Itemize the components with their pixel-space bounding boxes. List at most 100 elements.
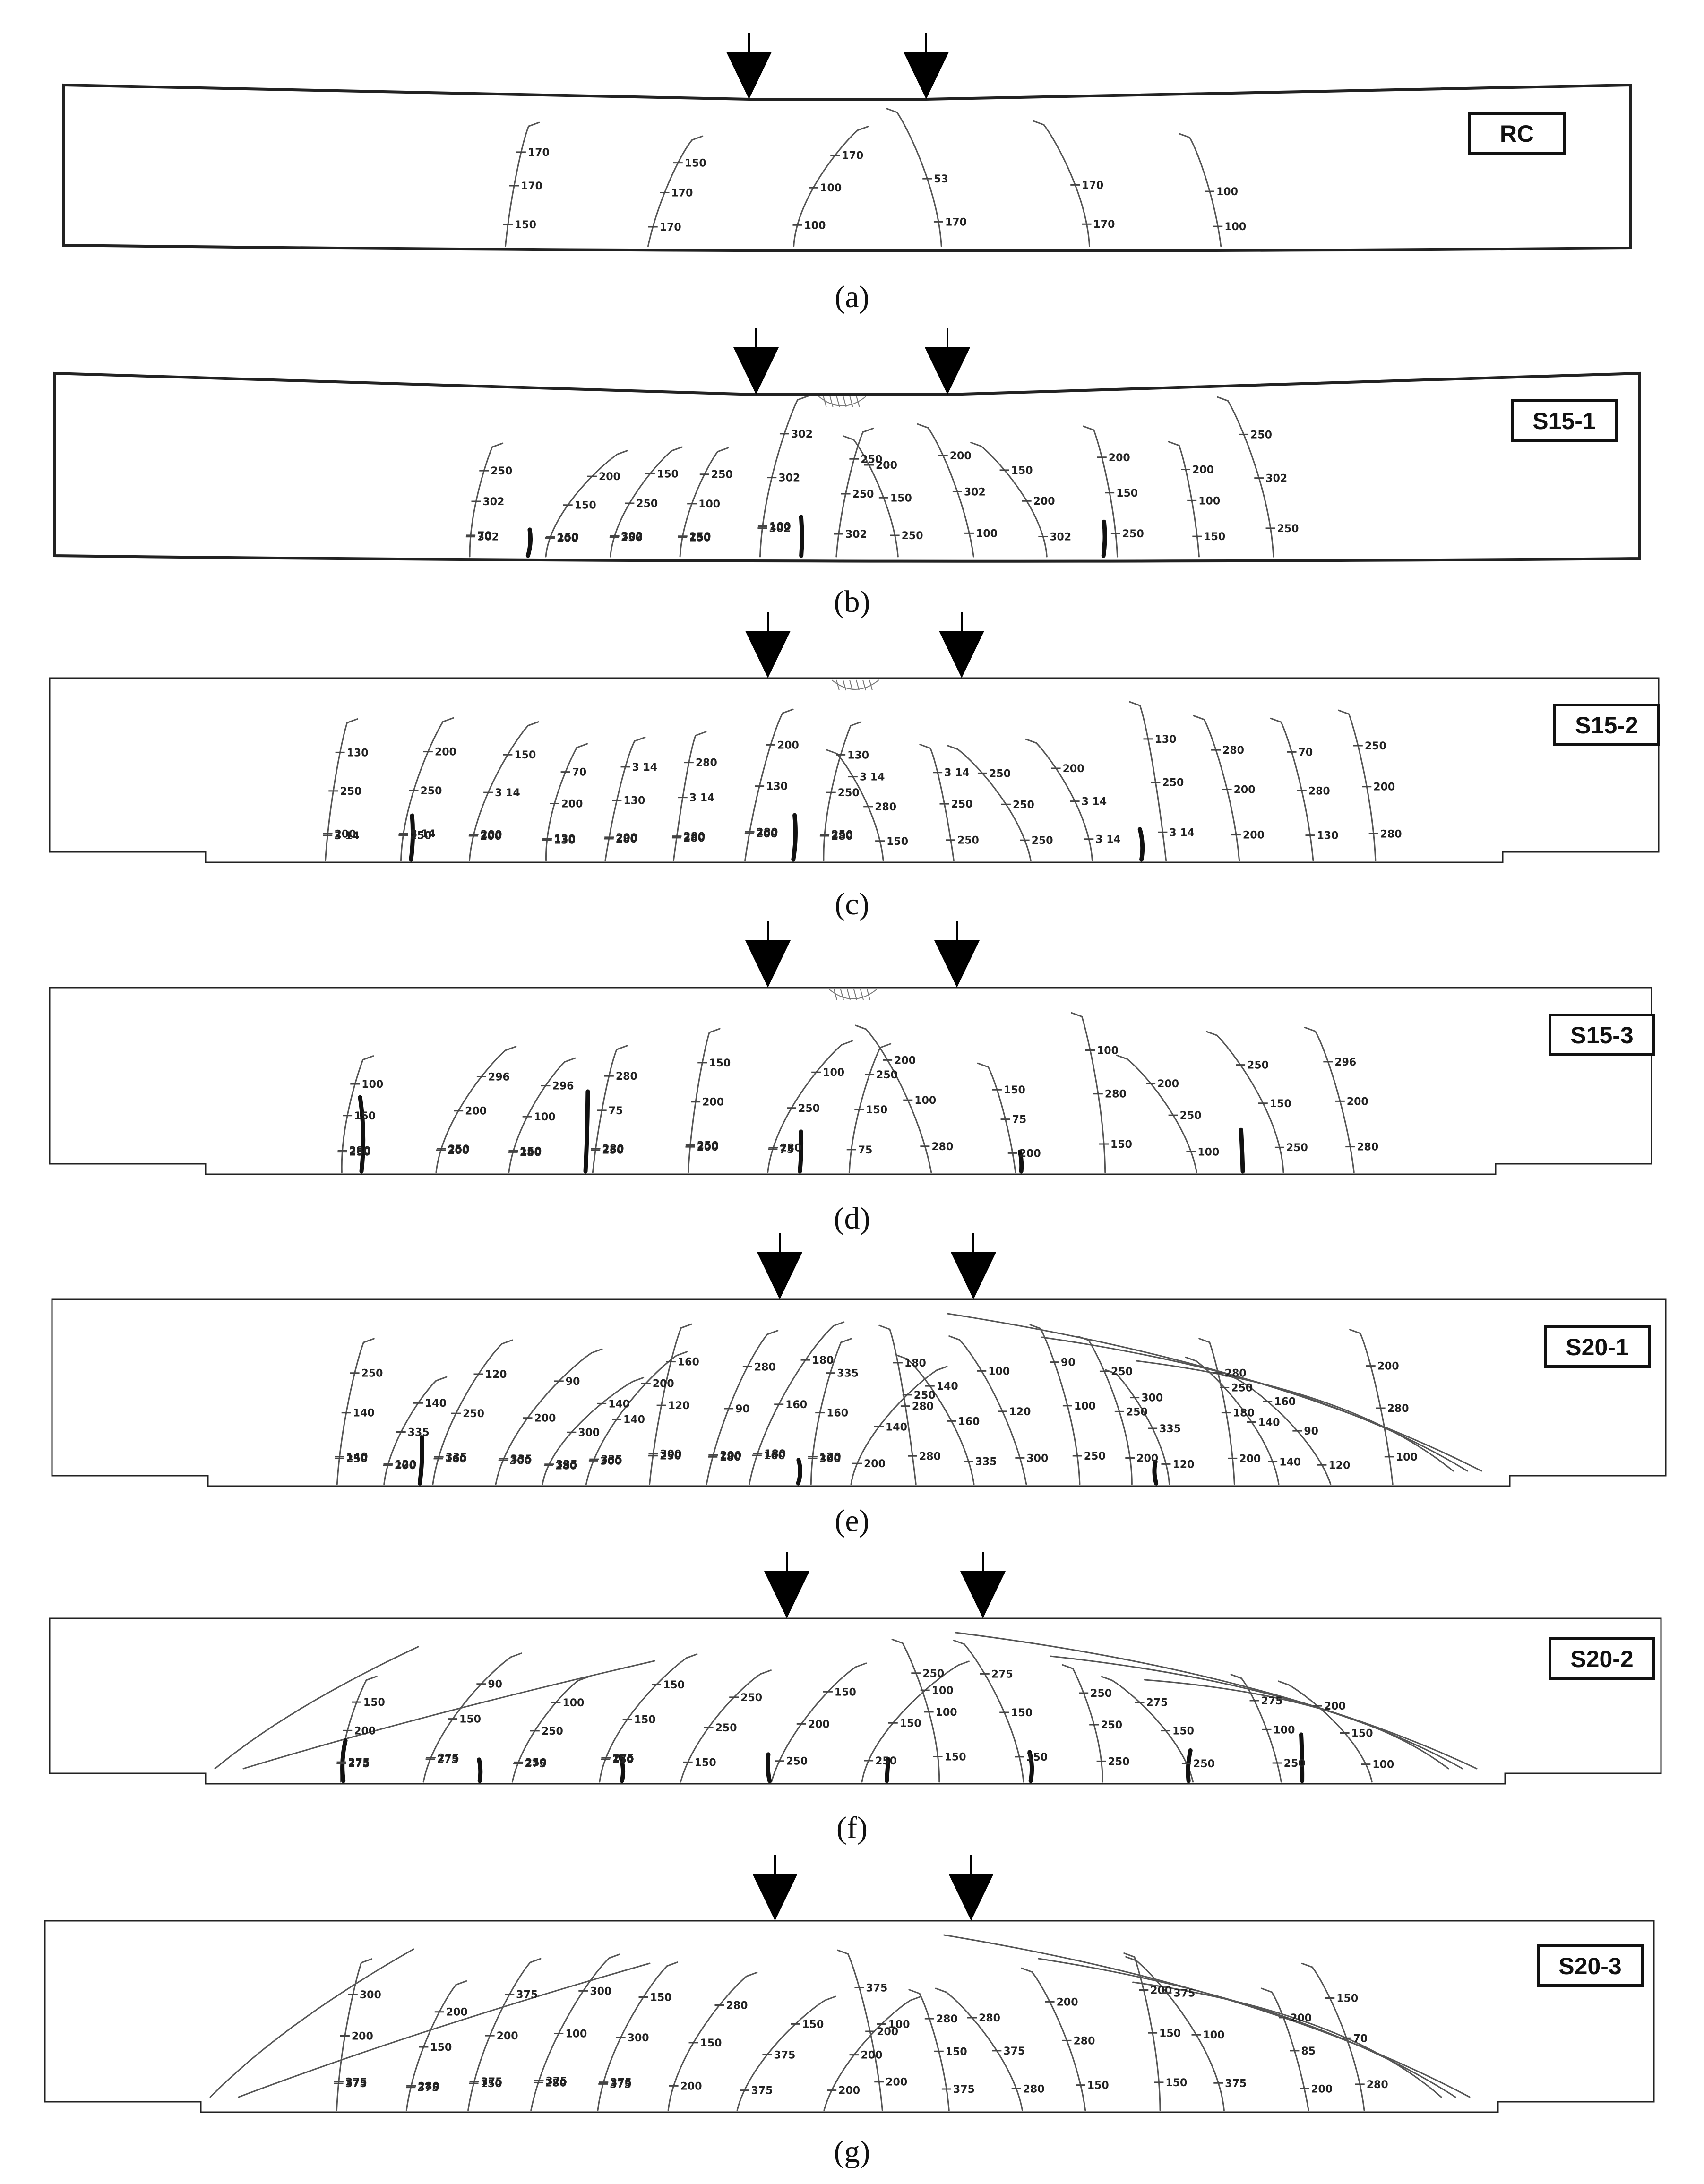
crack-line bbox=[981, 446, 1048, 558]
crack-load-label: 150 bbox=[946, 2046, 967, 2058]
crack-tip bbox=[836, 1949, 849, 1955]
crack-load-label: 120 bbox=[1009, 1406, 1031, 1418]
wide-crack bbox=[1101, 519, 1107, 558]
crack-load-label: 150 bbox=[1011, 1707, 1033, 1719]
crack-line bbox=[468, 725, 529, 861]
crushing-zone bbox=[831, 679, 879, 690]
crack-load-label: 200 bbox=[894, 1055, 916, 1066]
crack-line bbox=[902, 1642, 940, 1783]
crack-line bbox=[850, 1369, 938, 1485]
crushing-hatch bbox=[834, 989, 837, 1000]
crack-line bbox=[1035, 742, 1093, 861]
crack-tip bbox=[826, 749, 838, 755]
crack-line bbox=[929, 748, 955, 861]
crack-load-label: 100 bbox=[804, 220, 826, 232]
crack-load-label: 275 bbox=[1146, 1697, 1168, 1709]
crack-tip bbox=[910, 1995, 922, 2001]
wide-crack bbox=[1137, 827, 1145, 862]
crack-load-label: 335 bbox=[408, 1427, 430, 1439]
crack-tip bbox=[746, 1971, 758, 1977]
crack-load-label: 150 bbox=[1172, 1726, 1194, 1737]
specimen-tag: S15-2 bbox=[1575, 712, 1638, 739]
shear-crack bbox=[209, 1948, 414, 2098]
crack-load-label: 280 bbox=[1023, 2083, 1045, 2095]
crack-load-label: 170 bbox=[671, 188, 693, 199]
crack-load-label: 375 bbox=[1225, 2078, 1247, 2089]
shear-crack bbox=[1041, 1336, 1468, 1472]
crack-load-label: 250 bbox=[740, 1692, 762, 1704]
crack-tip bbox=[1123, 1952, 1136, 1958]
crack-load-label: 200 bbox=[465, 1106, 487, 1118]
crack-line bbox=[511, 1680, 579, 1783]
crack-load-label: 140 bbox=[346, 1452, 368, 1463]
crack-load-label: 280 bbox=[1357, 1142, 1378, 1153]
crack-load-label: 375 bbox=[1003, 2046, 1025, 2057]
crack-load-label: 70 bbox=[477, 530, 492, 542]
crack-load-label: 160 bbox=[958, 1416, 980, 1427]
crack-load-label: 275 bbox=[612, 1753, 634, 1764]
crack-load-label: 200 bbox=[599, 471, 620, 483]
crack-load-label: 200 bbox=[1033, 496, 1055, 507]
crack-tip bbox=[862, 427, 874, 433]
crack-load-label: 90 bbox=[735, 1403, 750, 1415]
load-arrow bbox=[764, 1571, 809, 1618]
crack-line bbox=[687, 1032, 710, 1173]
crack-line bbox=[672, 735, 697, 861]
crack-line bbox=[957, 748, 1032, 861]
crack-load-label: 200 bbox=[534, 1413, 556, 1425]
crack-load-label: 250 bbox=[636, 498, 658, 510]
load-arrow bbox=[726, 52, 772, 99]
crack-line bbox=[1235, 1377, 1332, 1485]
crack-load-label: 200 bbox=[1311, 2083, 1333, 2095]
crack-line bbox=[1115, 1373, 1170, 1485]
crack-load-label: 100 bbox=[1216, 186, 1238, 198]
shear-crack bbox=[238, 1962, 651, 2098]
crack-line bbox=[919, 1993, 950, 2111]
crack-load-label: 280 bbox=[726, 2000, 748, 2012]
crack-load-label: 250 bbox=[957, 835, 979, 847]
crack-line bbox=[545, 747, 578, 861]
crack-load-label: 90 bbox=[566, 1376, 580, 1388]
crack-load-label: 280 bbox=[602, 1143, 624, 1155]
crack-load-label: 250 bbox=[660, 1451, 681, 1462]
crack-load-label: 280 bbox=[683, 831, 705, 843]
crack-line bbox=[469, 446, 493, 558]
crack-load-label: 250 bbox=[798, 1103, 820, 1115]
crack-load-label: 375 bbox=[1173, 1988, 1195, 2000]
crack-line bbox=[771, 1666, 857, 1783]
crack-load-label: 280 bbox=[919, 1451, 941, 1462]
crack-load-label: 250 bbox=[361, 1368, 383, 1380]
crack-load-label: 200 bbox=[777, 739, 799, 751]
crack-load-label: 300 bbox=[1026, 1453, 1048, 1464]
crack-load-label: 296 bbox=[488, 1071, 510, 1083]
crack-tip bbox=[855, 1662, 867, 1668]
crack-tip bbox=[686, 1653, 698, 1659]
crack-load-label: 140 bbox=[1258, 1417, 1280, 1428]
specimen-tag: S15-1 bbox=[1532, 408, 1595, 434]
crack-load-label: 250 bbox=[1032, 835, 1053, 847]
crack-load-label: 130 bbox=[1154, 734, 1176, 746]
panel-caption: (g) bbox=[834, 2134, 870, 2169]
specimen-tag-box bbox=[1468, 112, 1566, 155]
crack-line bbox=[1088, 1339, 1133, 1485]
crack-load-label: 302 bbox=[778, 473, 800, 484]
crack-load-label: 280 bbox=[1387, 1403, 1409, 1415]
crack-tip bbox=[896, 1354, 908, 1360]
crack-line bbox=[823, 725, 852, 861]
crack-load-label: 250 bbox=[463, 1408, 484, 1420]
crushing-hatch bbox=[836, 679, 840, 691]
crushing-hatch bbox=[840, 989, 844, 1000]
beam-outline bbox=[49, 677, 1660, 863]
crack-tip bbox=[1349, 1329, 1361, 1334]
crack-line bbox=[336, 1341, 364, 1485]
load-arrow bbox=[733, 347, 779, 395]
crack-tip bbox=[1270, 717, 1282, 723]
load-arrow bbox=[925, 347, 970, 395]
crushing-hatch bbox=[860, 989, 864, 1000]
crack-load-label: 200 bbox=[480, 831, 502, 843]
crack-load-label: 170 bbox=[521, 181, 542, 192]
crack-tip bbox=[505, 1046, 517, 1051]
